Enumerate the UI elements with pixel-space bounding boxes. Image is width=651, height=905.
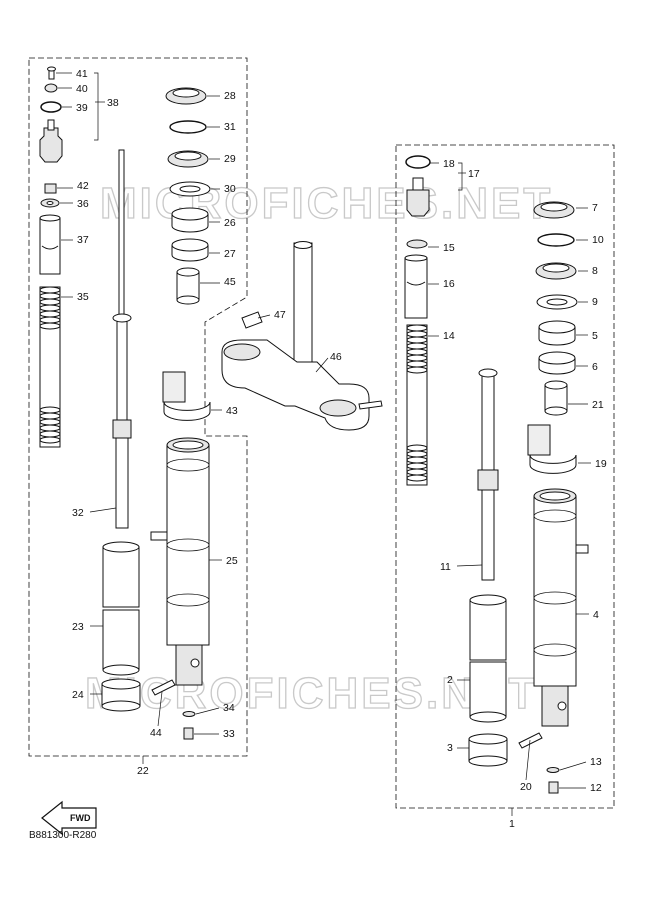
callout-number: 28 <box>224 90 236 102</box>
callout-number: 36 <box>77 198 89 210</box>
callout-number: 37 <box>77 234 89 246</box>
group-bracket <box>458 162 463 191</box>
callout-number: 10 <box>592 234 604 246</box>
callout-number: 20 <box>520 781 532 793</box>
right-spring <box>406 324 428 486</box>
callout-number: 6 <box>592 361 598 373</box>
left-guide <box>162 371 211 421</box>
left-seal-stack <box>165 87 211 262</box>
right-collar <box>544 380 568 416</box>
assembly-label-right: 1 <box>509 818 515 830</box>
leader-line <box>157 691 163 727</box>
diagram-code: B881300-R280 <box>29 830 97 841</box>
right-seal-stack <box>533 201 578 375</box>
callout-number: 14 <box>443 330 455 342</box>
callout-number: 30 <box>224 183 236 195</box>
callout-number: 9 <box>592 296 598 308</box>
callout-number: 8 <box>592 265 598 277</box>
callout-number: 27 <box>224 248 236 260</box>
right-guide <box>527 424 577 474</box>
leader-line <box>559 761 587 771</box>
leader-line <box>525 739 531 781</box>
callout-number: 44 <box>150 727 162 739</box>
callout-number: 31 <box>224 121 236 133</box>
left-assembly-border <box>28 57 248 757</box>
callout-number: 38 <box>107 97 119 109</box>
callout-number: 26 <box>224 217 236 229</box>
right-cap-bolt-group <box>404 155 431 319</box>
callout-number: 16 <box>443 278 455 290</box>
callout-number: 21 <box>592 399 604 411</box>
callout-number: 23 <box>72 621 84 633</box>
left-cap-bolt-group <box>39 66 63 163</box>
left-spacer <box>39 217 61 275</box>
right-assembly-border <box>395 144 615 809</box>
group-bracket <box>94 72 99 141</box>
leader-line <box>456 564 483 567</box>
callout-number: 41 <box>76 68 88 80</box>
callout-number: 29 <box>224 153 236 165</box>
left-oil-seal <box>101 678 141 712</box>
callout-number: 32 <box>72 507 84 519</box>
right-damper-rod <box>477 368 499 581</box>
watermark-top: MICROFICHES.NET <box>100 179 553 228</box>
left-slide-bush <box>102 541 140 676</box>
leader-line <box>257 314 271 319</box>
callout-number: 11 <box>440 561 451 573</box>
left-collar <box>176 267 200 305</box>
right-small-fasteners <box>518 732 560 794</box>
callout-number: 2 <box>447 674 453 686</box>
callout-number: 17 <box>468 168 480 180</box>
assembly-label-left: 22 <box>137 765 149 777</box>
callout-number: 25 <box>226 555 238 567</box>
callout-number: 42 <box>77 180 89 192</box>
callout-number: 24 <box>72 689 84 701</box>
callout-number: 18 <box>443 158 455 170</box>
callout-number: 7 <box>592 202 598 214</box>
fwd-label: FWD <box>70 813 91 823</box>
leader-line <box>89 507 117 513</box>
callout-number: 3 <box>447 742 453 754</box>
left-outer-tube <box>150 437 210 686</box>
callout-number: 19 <box>595 458 607 470</box>
left-spring <box>39 286 61 448</box>
callout-number: 39 <box>76 102 88 114</box>
left-damper-rod <box>112 149 132 529</box>
fwd-arrow-icon: FWD <box>41 800 97 836</box>
callout-number: 46 <box>330 351 342 363</box>
right-outer-tube <box>533 488 589 727</box>
callout-number: 5 <box>592 330 598 342</box>
left-small-fasteners <box>151 679 196 740</box>
left-nut-washer <box>40 183 60 208</box>
lower-triple-clamp <box>221 241 383 431</box>
callout-number: 4 <box>593 609 599 621</box>
callout-number: 45 <box>224 276 236 288</box>
callout-number: 12 <box>590 782 602 794</box>
callout-number: 43 <box>226 405 238 417</box>
callout-number: 34 <box>223 702 235 714</box>
right-oil-seal <box>468 733 508 767</box>
callout-number: 13 <box>590 756 602 768</box>
callout-number: 40 <box>76 83 88 95</box>
callout-number: 15 <box>443 242 455 254</box>
right-slide-bush <box>469 594 507 723</box>
callout-number: 33 <box>223 728 235 740</box>
callout-number: 35 <box>77 291 89 303</box>
leader-line <box>315 357 329 373</box>
leader-line <box>195 707 220 715</box>
callout-number: 47 <box>274 309 286 321</box>
